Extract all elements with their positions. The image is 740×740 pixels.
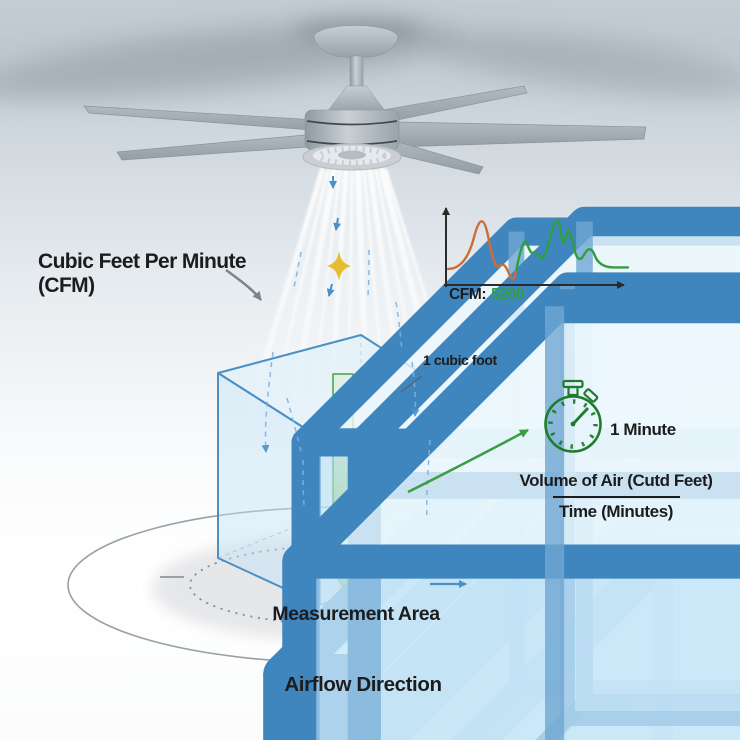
chart-caption-value: 5200: [491, 286, 525, 303]
formula-divider: [552, 496, 680, 498]
airflow-down-arrows: [326, 176, 342, 297]
cfm-formula: Volume of Air (Cutd Feet) Time (Minutes): [500, 471, 732, 522]
cubic-foot-leader-line: [400, 375, 423, 393]
cubic-foot-label: 1 cubic foot: [423, 352, 497, 368]
chart-series-green: [515, 219, 630, 271]
down-arrow-icon: [333, 217, 342, 231]
fan-blade-upper-right: [377, 85, 528, 125]
airflow-dashed-lines: [261, 249, 431, 521]
fan-light-ring: [302, 143, 402, 171]
stopwatch-callout-arrow: [407, 428, 529, 494]
fan-blade-right: [395, 121, 647, 148]
measurement-area-label: Measurement Area: [272, 603, 440, 625]
fan-blade-lower-left: [116, 133, 322, 161]
one-minute-label: 1 Minute: [610, 420, 676, 439]
stopwatch-icon: [544, 379, 602, 453]
fan-blade-upper-left: [83, 105, 338, 133]
fan-downrod: [349, 55, 364, 89]
cfm-title: Cubic Feet Per Minute (CFM): [38, 250, 247, 298]
cfm-callout-arrow: [225, 268, 262, 301]
fan-canopy: [313, 25, 399, 58]
formula-numerator: Volume of Air (Cutd Feet): [519, 471, 713, 490]
fan-motor-seam: [306, 120, 398, 126]
cfm-title-line1: Cubic Feet Per Minute: [38, 250, 247, 273]
fan-mount-cone: [326, 85, 387, 113]
sparkle-icon: [327, 251, 351, 281]
cfm-title-line2: (CFM): [38, 274, 95, 297]
chart-caption-label: CFM:: [449, 286, 487, 303]
down-arrow-icon: [326, 283, 335, 297]
ceiling-fan: [83, 25, 647, 175]
chart-caption: CFM:5200: [449, 286, 524, 304]
chart-series-orange: [446, 220, 518, 281]
mini-chart: [442, 207, 630, 289]
airflow-direction-label: Airflow Direction: [284, 673, 442, 696]
formula-denominator: Time (Minutes): [558, 502, 674, 521]
fan-blades: [83, 85, 647, 175]
